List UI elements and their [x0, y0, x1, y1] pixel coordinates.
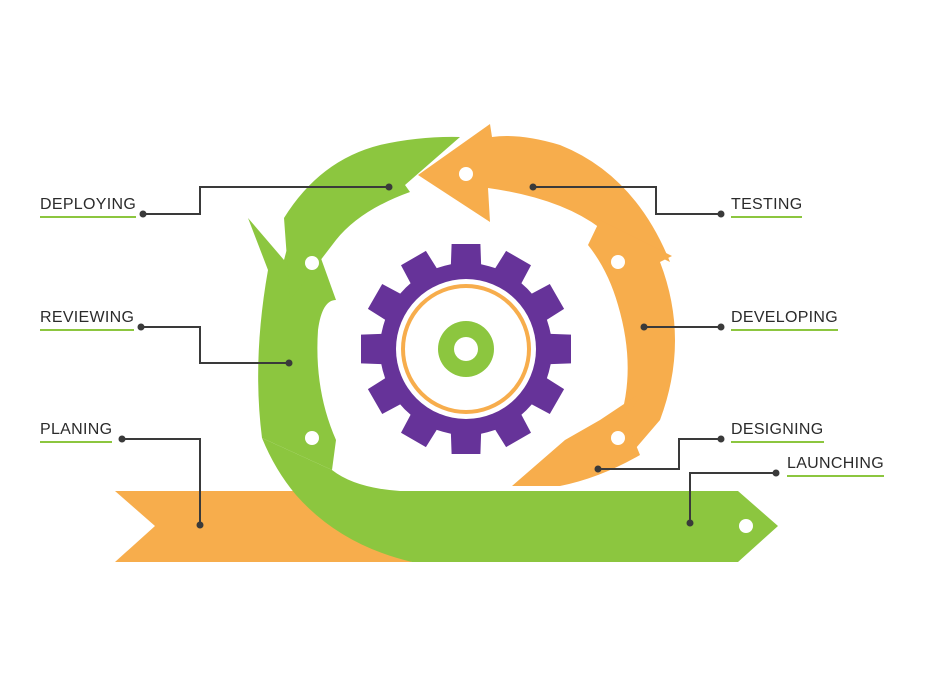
developing-arrow	[588, 220, 675, 455]
deploying-arrow	[284, 136, 460, 300]
connector-dot	[717, 210, 725, 218]
testing-dot	[459, 167, 473, 181]
label-planing: PLANING	[40, 421, 113, 443]
connector-launching	[689, 472, 776, 523]
connector-dot	[137, 323, 145, 331]
launching-arrow	[262, 438, 778, 562]
connector-dot	[139, 210, 147, 218]
connector-reviewing	[141, 326, 289, 364]
connector-dot	[640, 323, 648, 331]
planning-dot	[116, 519, 130, 533]
connector-dot	[717, 323, 725, 331]
label-launching: LAUNCHING	[787, 455, 884, 477]
connector-testing	[533, 186, 721, 215]
connector-dot	[529, 183, 537, 191]
connector-planing	[122, 438, 201, 525]
label-developing: DEVELOPING	[731, 309, 839, 331]
label-designing: DESIGNING	[731, 421, 824, 443]
connector-dot	[686, 519, 694, 527]
connector-dot	[196, 521, 204, 529]
label-deploying: DEPLOYING	[40, 196, 137, 218]
gear-icon	[361, 244, 571, 454]
designing-dot	[611, 431, 625, 445]
connector-dot	[772, 469, 780, 477]
connector-deploying	[143, 186, 389, 215]
connector-dot	[118, 435, 126, 443]
connector-dot	[285, 359, 293, 367]
launching-dot	[739, 519, 753, 533]
connector-dot	[594, 465, 602, 473]
label-reviewing: REVIEWING	[40, 309, 135, 331]
connector-dot	[717, 435, 725, 443]
designing-arrow	[512, 390, 645, 486]
gear-hub-hole	[454, 337, 478, 361]
reviewing-dot	[305, 431, 319, 445]
label-testing: TESTING	[731, 196, 803, 218]
developing-dot	[611, 255, 625, 269]
connector-dot	[385, 183, 393, 191]
planning-band	[115, 491, 412, 562]
connector-designing	[598, 438, 721, 470]
deploying-dot	[305, 256, 319, 270]
